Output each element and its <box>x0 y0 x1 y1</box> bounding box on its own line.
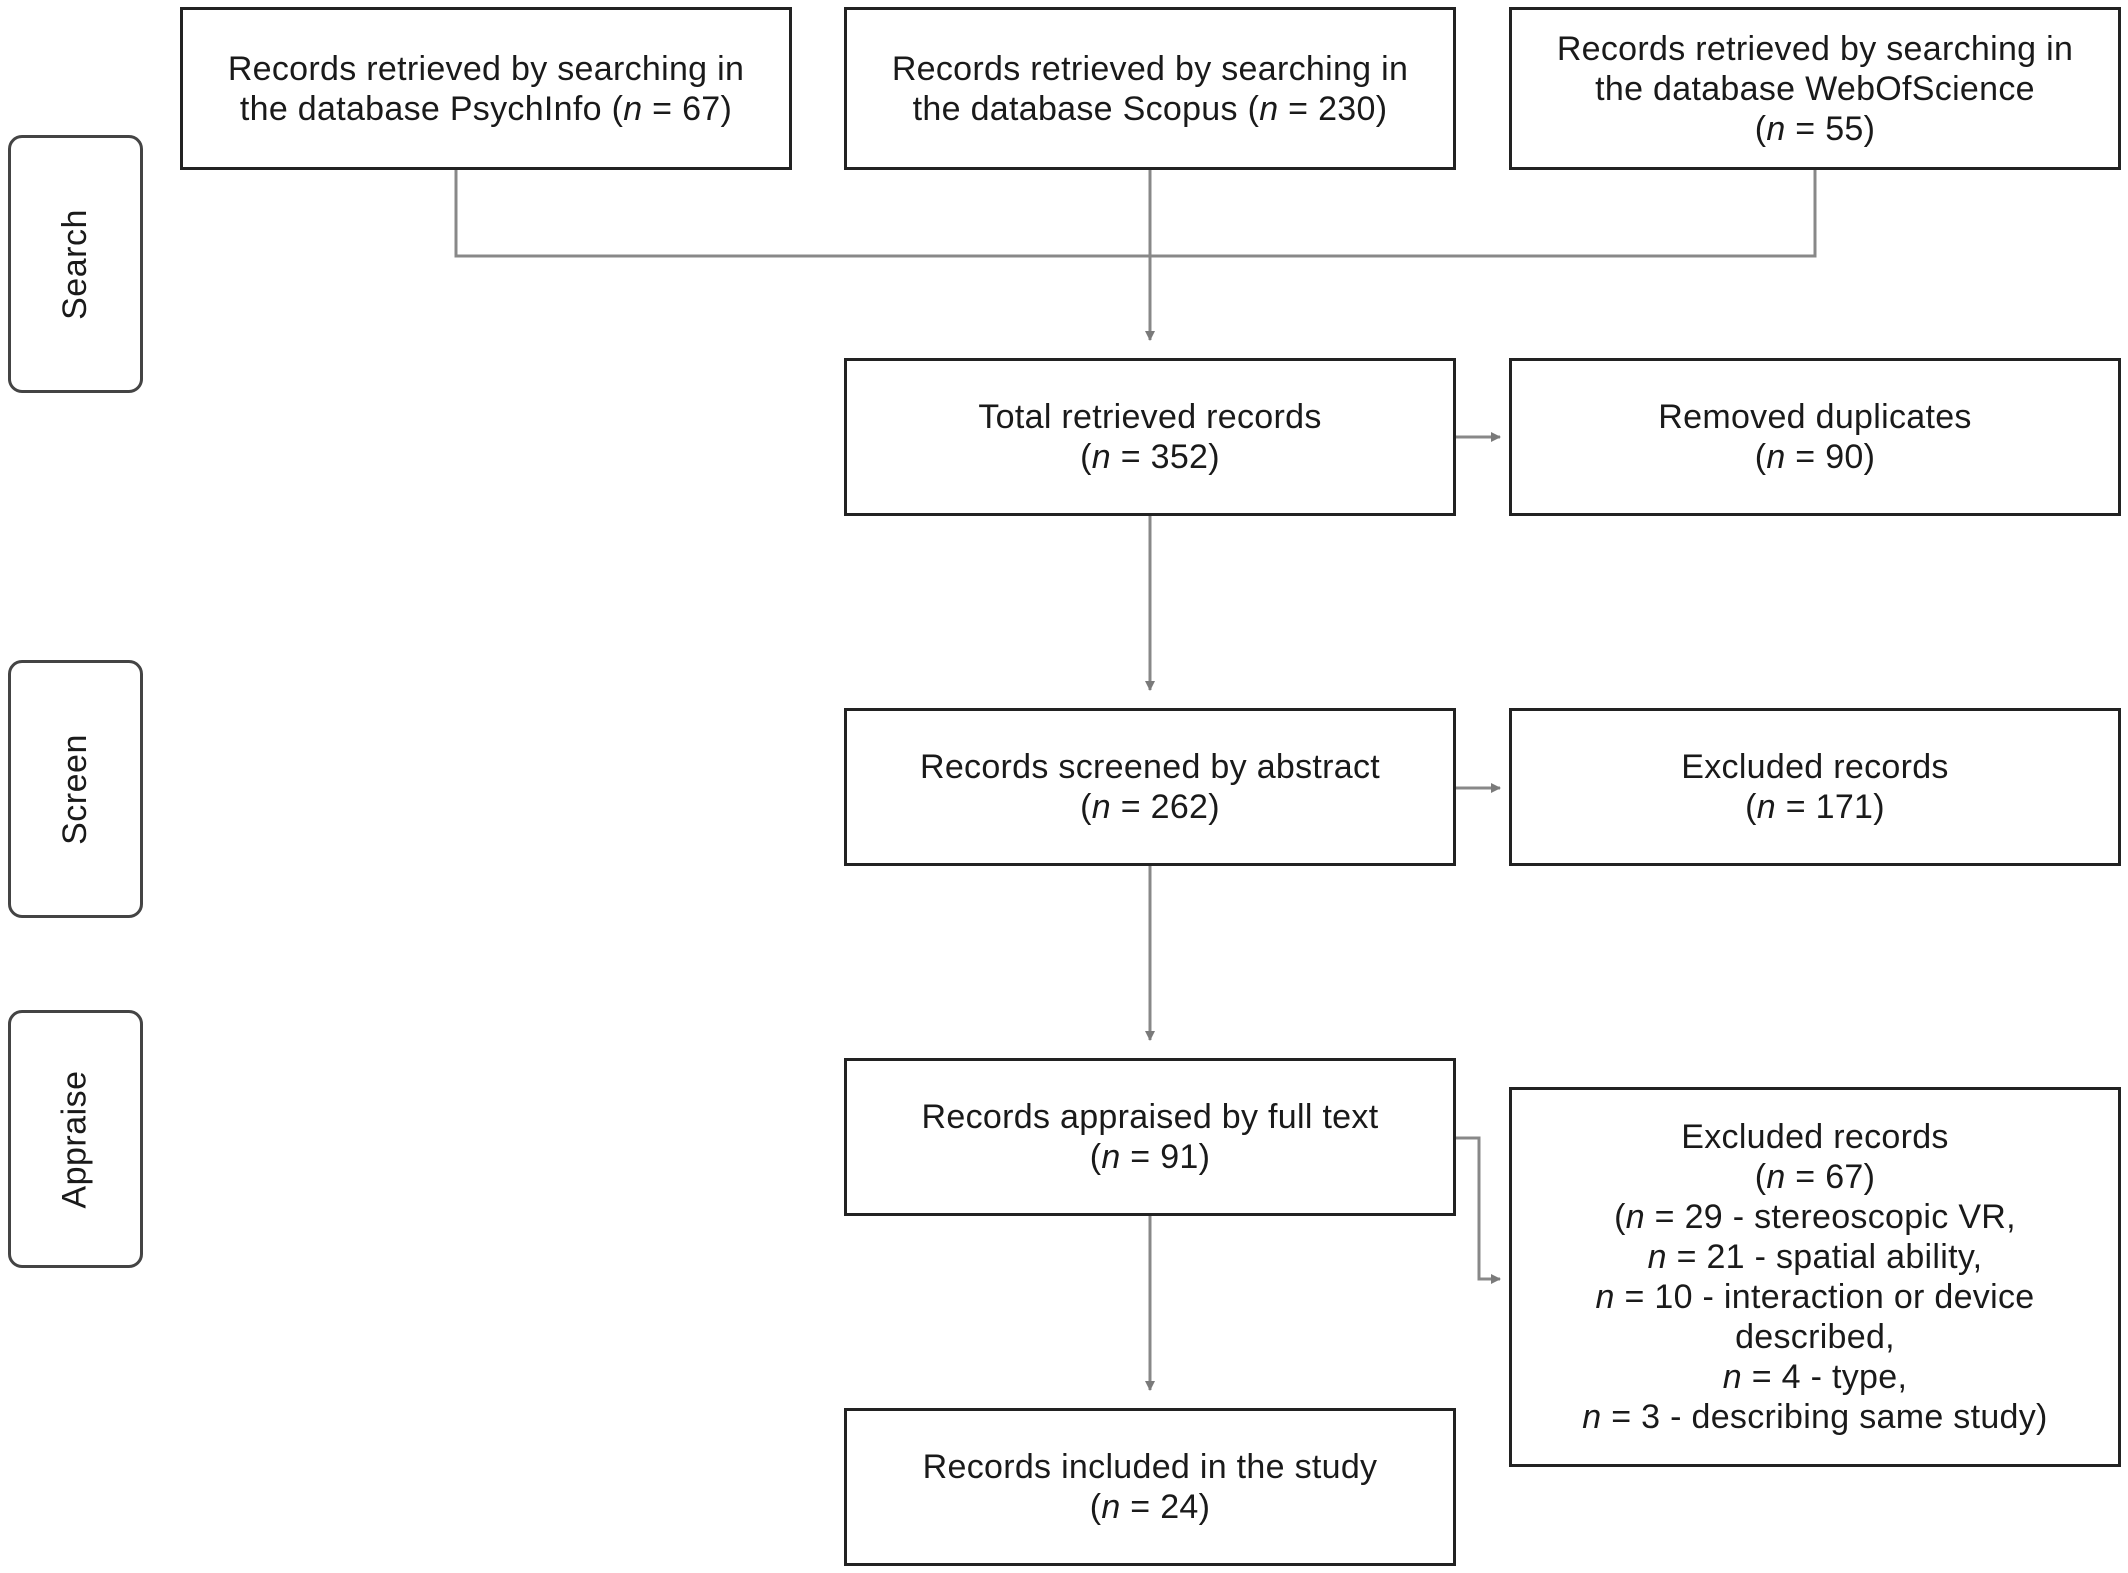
reason-line: n = 10 - interaction or device <box>1595 1278 2035 1316</box>
box-screened-abstract: Records screened by abstract (n = 262) <box>844 708 1456 866</box>
box-appraised-fulltext: Records appraised by full text (n = 91) <box>844 1058 1456 1216</box>
connector-wos <box>1150 170 1817 258</box>
reason-line: n = 3 - describing same study) <box>1582 1398 2048 1436</box>
box-excluded-screen: Excluded records (n = 171) <box>1509 708 2121 866</box>
stage-screen: Screen <box>8 660 143 918</box>
box-scopus: Records retrieved by searching in the da… <box>844 7 1456 170</box>
reason-line: described, <box>1735 1318 1895 1356</box>
stage-screen-label: Screen <box>55 733 94 845</box>
stage-appraise: Appraise <box>8 1010 143 1268</box>
reason-line: (n = 29 - stereoscopic VR, <box>1614 1198 2016 1236</box>
box-included: Records included in the study (n = 24) <box>844 1408 1456 1566</box>
arrow-to-excluded-appraise <box>1456 1136 1501 1284</box>
box-excluded-appraise: Excluded records (n = 67) (n = 29 - ster… <box>1509 1087 2121 1467</box>
connector-psychinfo <box>454 170 1150 258</box>
box-removed-duplicates: Removed duplicates (n = 90) <box>1509 358 2121 516</box>
reason-line: n = 21 - spatial ability, <box>1647 1238 1983 1276</box>
box-webofscience: Records retrieved by searching in the da… <box>1509 7 2121 170</box>
stage-search-label: Search <box>55 208 94 320</box>
box-total-retrieved: Total retrieved records (n = 352) <box>844 358 1456 516</box>
reason-line: n = 4 - type, <box>1722 1358 1908 1396</box>
box-psychinfo: Records retrieved by searching in the da… <box>180 7 792 170</box>
stage-appraise-label: Appraise <box>56 1069 95 1209</box>
stage-search: Search <box>8 135 143 393</box>
